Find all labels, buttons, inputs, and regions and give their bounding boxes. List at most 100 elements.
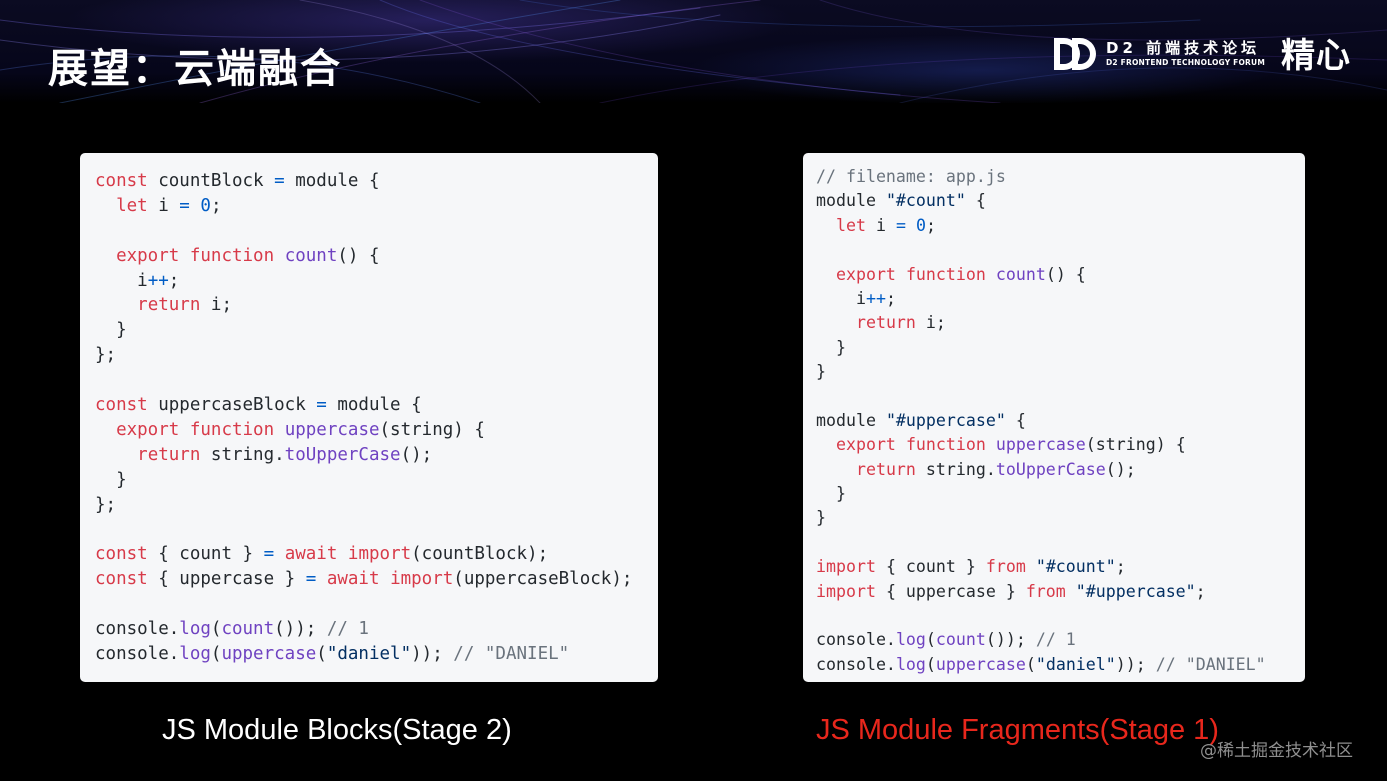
code-token: ( [925, 654, 936, 674]
code-token: count [284, 245, 338, 266]
code-token: return [137, 295, 201, 316]
code-body: const countBlock = module { let i = 0; e… [95, 169, 658, 667]
code-token [190, 196, 201, 216]
code-token: toUpperCase [995, 459, 1106, 479]
code-token: { [1005, 410, 1026, 430]
code-line [95, 368, 658, 393]
code-token: (string) { [379, 419, 485, 440]
code-line: // filename: app.js [816, 165, 1305, 189]
code-token: uppercaseBlock [147, 395, 317, 416]
code-line: module "#uppercase" { [816, 409, 1305, 433]
code-token: ; [1115, 557, 1126, 577]
code-token [896, 265, 906, 284]
code-token: ; [210, 195, 222, 216]
code-token: // 1 [326, 619, 369, 640]
code-line: const countBlock = module { [95, 169, 658, 194]
code-line [95, 219, 658, 244]
code-token: await [326, 569, 380, 590]
code-token [986, 435, 996, 454]
code-token: i; [200, 295, 232, 316]
page-title: 展望：云端融合 [48, 46, 342, 92]
code-token: ( [925, 630, 936, 650]
code-line: module "#count" { [816, 189, 1305, 213]
code-line: console.log(count()); // 1 [816, 628, 1305, 652]
code-token: console. [816, 654, 896, 674]
code-token: const [95, 395, 148, 416]
code-token: } [95, 320, 127, 341]
code-card-module-fragments: // filename: app.js module "#count" { let… [803, 153, 1305, 682]
code-token: import [816, 581, 876, 601]
code-token: log [895, 654, 926, 674]
code-token: module [816, 410, 886, 430]
code-token: uppercase [284, 419, 380, 440]
code-token: uppercase [221, 643, 317, 664]
code-token [816, 313, 856, 332]
code-token: string. [915, 459, 996, 479]
code-token: 0 [915, 215, 926, 235]
code-token [896, 435, 906, 454]
code-token: ; [885, 288, 896, 308]
code-line: i++; [95, 269, 658, 294]
code-token: } [816, 508, 826, 528]
code-token [95, 445, 137, 465]
code-token: i; [915, 313, 946, 333]
code-token: i [147, 195, 180, 216]
code-token: count [935, 630, 986, 650]
code-token: ; [925, 215, 936, 235]
code-token: (); [1105, 459, 1136, 479]
code-token: return [137, 444, 201, 465]
code-body: // filename: app.js module "#count" { let… [816, 165, 1305, 677]
code-token: // "DANIEL" [453, 643, 570, 664]
code-line [816, 385, 1305, 409]
code-token [816, 265, 836, 284]
code-token: "daniel" [326, 643, 412, 664]
code-token: countBlock [147, 171, 275, 191]
code-token [95, 295, 137, 315]
code-token [1066, 582, 1076, 601]
code-token: (countBlock); [411, 544, 549, 565]
code-token: "#uppercase" [885, 410, 1006, 430]
code-line: export function count() { [816, 263, 1305, 287]
code-line: const uppercaseBlock = module { [95, 393, 658, 418]
code-token: ; [1195, 581, 1206, 601]
code-token: { count } [147, 544, 264, 565]
code-token: let [116, 195, 148, 216]
code-token: { count } [875, 557, 986, 577]
code-token [337, 544, 348, 564]
code-token: let [835, 215, 866, 235]
code-line: import { count } from "#count"; [816, 555, 1305, 579]
code-token: function [189, 245, 275, 266]
code-token: }; [95, 494, 117, 515]
code-line [95, 592, 658, 617]
code-line: return string.toUpperCase(); [816, 458, 1305, 482]
code-token: (uppercaseBlock); [453, 569, 633, 590]
code-token: = [316, 395, 327, 416]
caption-module-blocks: JS Module Blocks(Stage 2) [162, 714, 512, 746]
code-token: ++ [147, 270, 169, 291]
code-line: import { uppercase } from "#uppercase"; [816, 580, 1305, 604]
code-token: ( [210, 643, 222, 664]
code-token: export [116, 419, 180, 440]
code-token: () { [337, 245, 380, 266]
code-token: () { [1045, 264, 1086, 284]
code-token: = [274, 171, 285, 191]
code-token: "#count" [885, 191, 966, 211]
header-banner: 展望：云端融合 D2 前端技术论坛 D2 FRONTEND TECHNOLOGY… [0, 0, 1387, 103]
code-line: let i = 0; [95, 194, 658, 219]
code-line: console.log(count()); // 1 [95, 617, 658, 642]
code-token: return [855, 459, 916, 479]
code-line: return string.toUpperCase(); [95, 443, 658, 468]
code-token: function [905, 435, 986, 455]
code-token: // filename: app.js [816, 167, 1006, 186]
code-line: export function uppercase(string) { [816, 433, 1305, 457]
code-token: log [179, 643, 211, 664]
code-line: const { uppercase } = await import(upper… [95, 567, 658, 592]
code-line: } [816, 360, 1305, 384]
code-token: console. [95, 619, 180, 640]
light-streaks-decoration [0, 0, 1387, 103]
code-token [380, 569, 391, 589]
code-token: function [189, 419, 275, 440]
code-token [95, 420, 116, 440]
code-line: } [95, 318, 658, 343]
code-token: }; [95, 345, 117, 366]
